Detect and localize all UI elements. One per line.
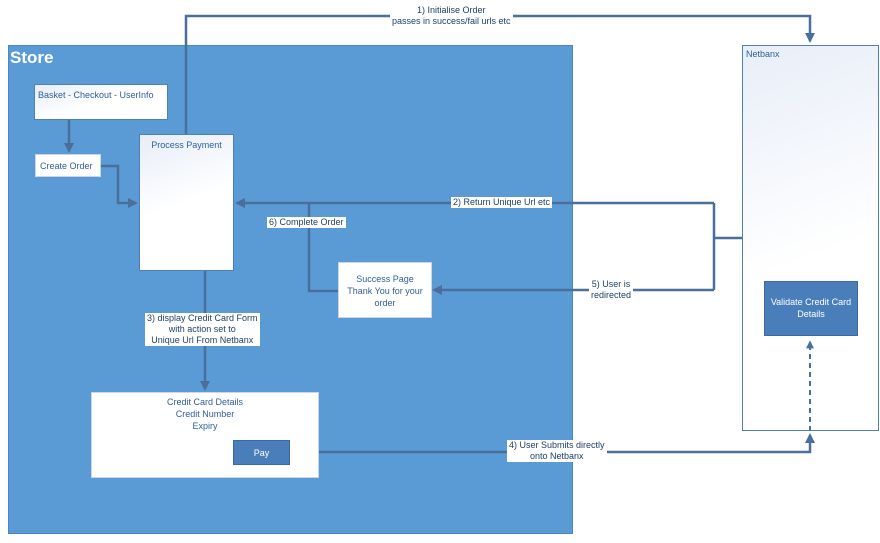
store-title: Store xyxy=(10,48,54,67)
pay-button[interactable]: Pay xyxy=(233,440,290,465)
step-5-line-1: 5) User is xyxy=(591,279,631,289)
validate-line-2: Details xyxy=(797,309,825,319)
success-page-line-3: order xyxy=(374,298,396,308)
connector-create-order-to-process xyxy=(100,164,138,208)
success-page-line-2: Thank You for your xyxy=(347,286,423,296)
create-order-label: Create Order xyxy=(40,161,93,171)
cc-details-line-1: Credit Card Details xyxy=(166,397,244,407)
basket-checkout-box: Basket - Checkout - UserInfo xyxy=(34,84,168,120)
step-4-label: 4) User Submits directly onto Netbanx xyxy=(507,440,607,462)
step-1-line-1: 1) Initialise Order xyxy=(417,5,486,15)
connector-user-submits xyxy=(290,433,815,454)
success-page-box: Success Page Thank You for your order xyxy=(338,262,432,318)
step-4-line-1: 4) User Submits directly xyxy=(509,440,605,450)
cc-details-line-2: Credit Number xyxy=(175,409,235,419)
connector-complete-order xyxy=(307,203,338,293)
step-6-label: 6) Complete Order xyxy=(267,217,346,228)
step-3-line-1: 3) display Credit Card Form xyxy=(147,313,258,323)
step-5-line-2: redirected xyxy=(591,290,632,300)
step-3-line-3: Unique Url From Netbanx xyxy=(151,335,254,345)
basket-checkout-label: Basket - Checkout - UserInfo xyxy=(38,90,154,100)
step-1-label: 1) Initialise Order passes in success/fa… xyxy=(390,5,513,27)
success-page-line-1: Success Page xyxy=(356,274,414,284)
validate-credit-card-box: Validate Credit Card Details xyxy=(764,281,858,336)
create-order-box: Create Order xyxy=(35,154,101,177)
process-payment-label: Process Payment xyxy=(151,140,222,150)
process-payment-box: Process Payment xyxy=(139,134,234,271)
step-2-label: 2) Return Unique Url etc xyxy=(451,197,553,208)
validate-line-1: Validate Credit Card xyxy=(770,297,852,307)
step-5-label: 5) User is redirected xyxy=(589,279,634,301)
credit-card-details-box: Credit Card Details Credit Number Expiry xyxy=(91,392,319,478)
connector-initialise-order xyxy=(184,14,815,134)
step-1-line-2: passes in success/fail urls etc xyxy=(392,16,511,26)
step-3-label: 3) display Credit Card Form with action … xyxy=(145,313,260,346)
netbanx-title: Netbanx xyxy=(746,49,780,59)
step-3-line-2: with action set to xyxy=(168,324,236,334)
cc-details-line-3: Expiry xyxy=(192,421,218,431)
step-4-line-2: onto Netbanx xyxy=(529,451,584,461)
